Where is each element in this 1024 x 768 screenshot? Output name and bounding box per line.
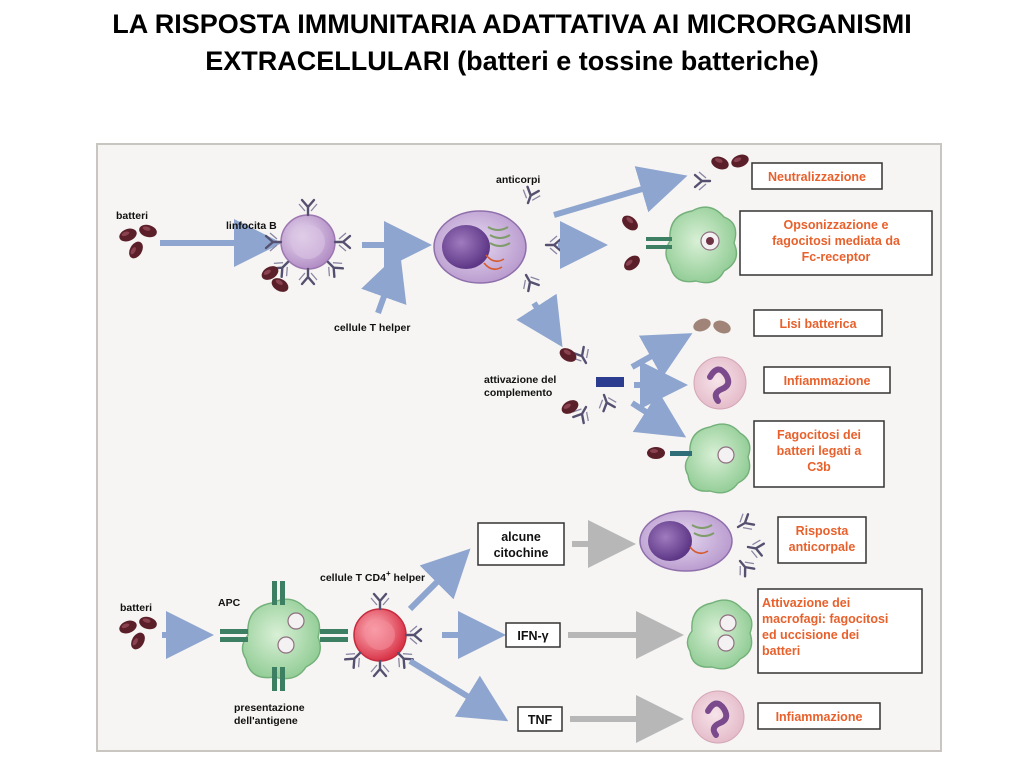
arrow-to-citochine <box>407 548 471 612</box>
svg-text:Neutralizzazione: Neutralizzazione <box>768 170 866 184</box>
label-cellule-t-helper: cellule T helper <box>334 322 410 334</box>
svg-text:IFN-γ: IFN-γ <box>517 629 548 643</box>
svg-text:batteri legati a: batteri legati a <box>777 444 863 458</box>
opsonization-macrophage <box>619 206 738 284</box>
slide-title: LA RISPOSTA IMMUNITARIA ADATTATIVA AI MI… <box>112 9 912 76</box>
svg-text:fagocitosi mediata da: fagocitosi mediata da <box>772 234 901 248</box>
label-presentazione-1: presentazione <box>234 702 305 714</box>
neutralization-icon <box>693 152 751 192</box>
plasma-cell <box>433 184 563 294</box>
apc-cell <box>220 581 348 691</box>
label-batteri-bottom: batteri <box>120 602 152 614</box>
label-presentazione-2: dell'antigene <box>234 715 298 727</box>
outcome-box-opsonizzazione: Opsonizzazione e fagocitosi mediata da F… <box>739 210 933 276</box>
label-cd4-helper: cellule T CD4+ helper <box>320 569 425 584</box>
svg-text:ed uccisione dei: ed uccisione dei <box>762 628 859 642</box>
c3b-macrophage <box>647 423 751 494</box>
arrow-to-complemento <box>516 293 563 348</box>
outcome-box-infiammazione-top: Infiammazione <box>763 366 891 394</box>
svg-text:Fc-receptor: Fc-receptor <box>802 250 871 264</box>
lysed-bacteria-icon <box>693 318 731 334</box>
outcome-box-lisi: Lisi batterica <box>753 309 883 337</box>
bacteria-top <box>117 222 159 261</box>
cytokine-box-tnf: TNF <box>517 706 563 732</box>
svg-text:Fagocitosi dei: Fagocitosi dei <box>777 428 861 442</box>
label-apc: APC <box>218 597 241 609</box>
macrophage-activated <box>686 599 753 670</box>
svg-text:Infiammazione: Infiammazione <box>776 710 863 724</box>
svg-text:Opsonizzazione e: Opsonizzazione e <box>784 218 889 232</box>
inflammation-cell-bottom <box>691 690 745 744</box>
inflammation-cell-top <box>693 356 747 410</box>
svg-text:citochine: citochine <box>494 546 549 560</box>
label-complemento-1: attivazione del <box>484 374 556 386</box>
plasma-cell-bottom <box>639 510 766 580</box>
outcome-box-fagocitosi-c3b: Fagocitosi dei batteri legati a C3b <box>753 420 885 488</box>
outcome-box-neutralizzazione: Neutralizzazione <box>751 162 883 190</box>
arrow-thelper-to-bcell <box>361 251 407 315</box>
cytokine-box-citochine: alcune citochine <box>477 522 565 566</box>
diagram-figure: batteri linfocita B cellule T helper ant… <box>96 143 942 752</box>
arrow-to-neutralizzazione <box>553 166 688 218</box>
outcome-box-attivazione: Attivazione dei macrofagi: fagocitosi ed… <box>757 588 923 674</box>
b-lymphocyte <box>259 198 352 295</box>
cytokine-box-ifn: IFN-γ <box>505 622 561 648</box>
complement-complex <box>557 344 624 426</box>
diagram-canvas: batteri linfocita B cellule T helper ant… <box>116 152 933 744</box>
svg-text:alcune: alcune <box>501 530 541 544</box>
svg-text:Attivazione dei: Attivazione dei <box>762 596 850 610</box>
svg-text:Risposta: Risposta <box>796 524 850 538</box>
svg-text:batteri: batteri <box>762 644 800 658</box>
bacteria-bottom <box>117 614 159 652</box>
svg-text:Lisi batterica: Lisi batterica <box>779 317 857 331</box>
arrow-to-lisi <box>630 333 693 378</box>
svg-text:macrofagi: fagocitosi: macrofagi: fagocitosi <box>762 612 888 626</box>
label-anticorpi: anticorpi <box>496 174 540 186</box>
svg-text:anticorpale: anticorpale <box>789 540 856 554</box>
svg-text:TNF: TNF <box>528 713 553 727</box>
arrow-to-tnf <box>408 658 509 722</box>
outcome-box-risposta: Risposta anticorpale <box>777 516 867 564</box>
svg-text:C3b: C3b <box>807 460 831 474</box>
label-linfocita-b: linfocita B <box>226 220 277 232</box>
cd4-t-cell <box>341 592 423 678</box>
svg-text:Infiammazione: Infiammazione <box>784 374 871 388</box>
arrow-to-fagocitosi-c3b <box>630 391 687 438</box>
outcome-box-infiammazione-bottom: Infiammazione <box>757 702 881 730</box>
label-batteri-top: batteri <box>116 210 148 222</box>
label-complemento-2: complemento <box>484 387 552 399</box>
